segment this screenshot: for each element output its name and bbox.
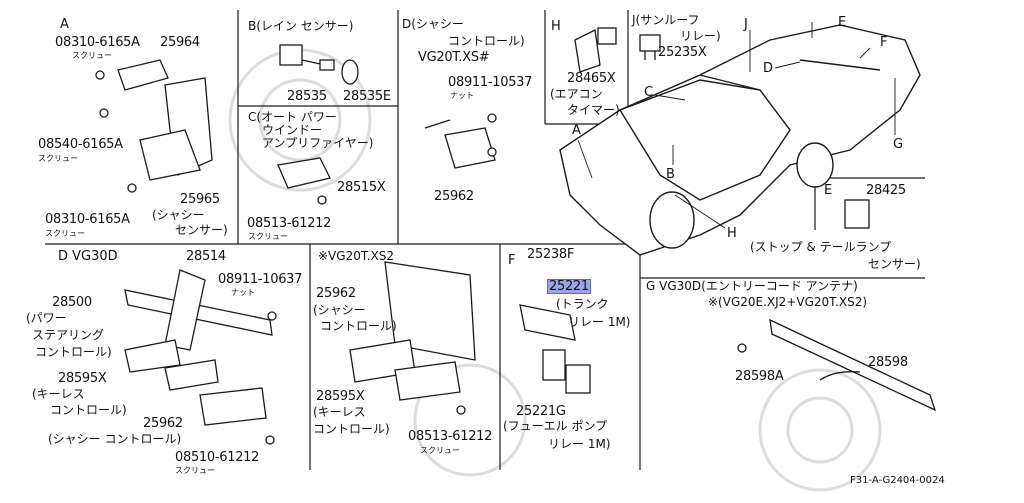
part-28595x-x: 28595X [316, 389, 365, 404]
part-28515x: 28515X [337, 180, 386, 195]
section-f-label: F [508, 253, 516, 268]
fuel-pump-label: (フューエル ポンプ [503, 419, 608, 433]
control-label: コントロール) [320, 319, 397, 333]
sensor-label: センサー) [175, 223, 228, 237]
power-label: (パワー [26, 311, 67, 325]
keyless-label: (キーレス [32, 387, 85, 401]
part-25238f: 25238F [527, 247, 575, 262]
window-label: ウインドー [262, 123, 323, 137]
control-label: コントロール) [35, 345, 112, 359]
power-window-amp [277, 157, 331, 205]
variant-note: ※(VG20E.XJ2+VG20T.XS2) [708, 295, 868, 309]
control-label: コントロール) [448, 34, 525, 48]
part-08310-6165a-bottom: 08310-6165A [45, 212, 130, 227]
car-callout-a: A [572, 123, 581, 138]
part-08510-61212: 08510-61212 [175, 450, 260, 465]
steering-label: ステアリング [32, 328, 105, 342]
car-callout-g: G [893, 137, 904, 152]
car-leader-lines [577, 22, 896, 229]
chassis-sensor-bracket [95, 59, 213, 193]
rain-sensor-parts [279, 44, 359, 85]
part-08911-10637: 08911-10637 [218, 272, 303, 287]
car-callout-d: D [763, 61, 774, 76]
screw-label: スクリュー [175, 466, 215, 475]
car-callout-h: H [727, 226, 737, 241]
part-08310-6165a-top: 08310-6165A [55, 35, 140, 50]
screw-label: スクリュー [38, 154, 78, 163]
car-callout-e: E [838, 15, 847, 30]
car-outline [559, 24, 921, 256]
part-25221-highlighted[interactable]: 25221 [547, 279, 591, 294]
section-xs2-label: ※VG20T.XS2 [318, 249, 395, 263]
chassis-label: (シャシー [313, 303, 366, 317]
car-callout-c: C [644, 85, 654, 100]
section-g-label: G VG30D(エントリーコード アンテナ) [646, 279, 858, 293]
screw-label: スクリュー [72, 51, 112, 60]
relay-1m-label: リレー 1M) [568, 315, 631, 329]
part-28535: 28535 [287, 89, 327, 104]
nut-label: ナット [450, 91, 474, 100]
chassis-control-label: (シャシー コントロール) [48, 432, 182, 446]
part-25965: 25965 [180, 192, 220, 207]
part-08513-61212-x: 08513-61212 [408, 429, 493, 444]
screw-label: スクリュー [248, 232, 288, 241]
screw-label: スクリュー [45, 229, 85, 238]
part-28598a: 28598A [735, 369, 784, 384]
part-25962-d2: 25962 [143, 416, 183, 431]
diagram-code: F31-A-G2404-0024 [850, 475, 945, 486]
part-25962-x: 25962 [316, 286, 356, 301]
section-c-label: C(オート パワー [248, 110, 337, 124]
section-a-label: A [60, 17, 69, 32]
part-28535e: 28535E [343, 89, 391, 104]
variant-vg20t-xs: VG20T.XS# [418, 50, 490, 65]
chassis-control-unit-top [424, 113, 497, 169]
control-label: コントロール) [313, 422, 390, 436]
part-28425: 28425 [866, 183, 906, 198]
nut-label: ナット [231, 288, 255, 297]
car-callout-f: F [880, 35, 888, 50]
timer-label: タイマー) [567, 103, 620, 117]
part-28465x: 28465X [567, 71, 616, 86]
section-e-label: E [824, 183, 833, 198]
car-callout-j: J [744, 17, 748, 32]
section-d-label: D(シャシー [402, 17, 464, 31]
stop-tail-lamp-label: (ストップ & テールランプ [750, 240, 892, 254]
section-b-label: B(レイン センサー) [248, 19, 354, 33]
xs2-bracket-assembly [349, 261, 476, 415]
part-25962-d: 25962 [434, 189, 474, 204]
stop-tail-lamp-sensor [844, 199, 870, 229]
part-25221g: 25221G [516, 404, 566, 419]
vg30d-bracket-assembly [124, 269, 277, 445]
part-28595x: 28595X [58, 371, 107, 386]
part-28500: 28500 [52, 295, 92, 310]
part-08540-6165a: 08540-6165A [38, 137, 123, 152]
control-label: コントロール) [50, 403, 127, 417]
sensor-label-e: センサー) [868, 257, 921, 271]
screw-label: スクリュー [420, 446, 460, 455]
aircon-timer [574, 27, 617, 73]
car-callout-b: B [666, 167, 675, 182]
amplifier-label: アンプリファイヤー) [262, 136, 374, 150]
part-08513-61212-c: 08513-61212 [247, 216, 332, 231]
relay-1m-label: リレー 1M) [548, 437, 611, 451]
chassis-label: (シャシー [152, 208, 205, 222]
part-28598: 28598 [868, 355, 908, 370]
keyless-label: (キーレス [313, 405, 366, 419]
sunroof-relay [639, 34, 661, 60]
trunk-fuel-relays [519, 304, 591, 394]
part-28514: 28514 [186, 249, 226, 264]
entry-code-antenna [737, 318, 937, 412]
section-j-label: J(サンルーフ [632, 13, 700, 27]
part-25235x: 25235X [658, 45, 707, 60]
section-h-label: H [551, 19, 561, 34]
part-08911-10537: 08911-10537 [448, 75, 533, 90]
trunk-label: (トランク [556, 297, 609, 311]
section-d-vg30d-label: D VG30D [58, 249, 118, 264]
aircon-label: (エアコン [550, 87, 603, 101]
part-25964: 25964 [160, 35, 200, 50]
relay-label: リレー) [680, 29, 721, 43]
